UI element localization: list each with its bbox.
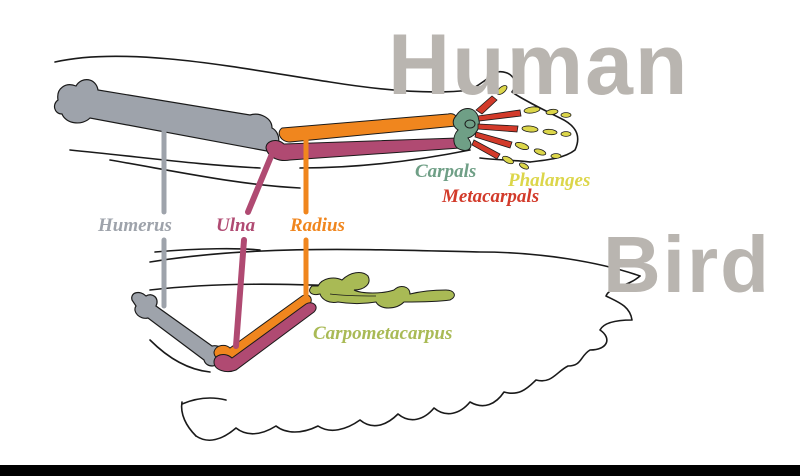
human-phalanx-bones xyxy=(496,85,572,170)
radius-label: Radius xyxy=(290,215,345,236)
human-arm-outline xyxy=(54,55,579,189)
bird-humerus-bone xyxy=(131,291,225,367)
humerus-label: Humerus xyxy=(98,215,172,236)
bird-heading: Bird xyxy=(603,220,771,309)
carpals-label: Carpals xyxy=(415,161,477,182)
connector-lines xyxy=(161,127,309,349)
metacarpals-label: Metacarpals xyxy=(442,186,540,207)
human-heading: Human xyxy=(388,17,690,113)
bird-radius-bone xyxy=(213,294,312,363)
human-carpal-bones xyxy=(452,108,480,151)
ulna-connector-lower xyxy=(233,237,247,349)
bottom-border-bar xyxy=(0,465,800,476)
bird-ulna-bone xyxy=(213,302,317,373)
ulna-connector-upper xyxy=(245,151,275,215)
ulna-label: Ulna xyxy=(216,215,256,236)
human-metacarpal-bones xyxy=(471,95,522,160)
phalanges-label: Phalanges xyxy=(508,170,591,191)
bird-wing-outline xyxy=(149,247,641,441)
bird-carpometacarpus-bone xyxy=(309,272,455,309)
human-humerus-bone xyxy=(53,79,280,153)
carpometacarpus-label: Carpometacarpus xyxy=(313,323,453,344)
